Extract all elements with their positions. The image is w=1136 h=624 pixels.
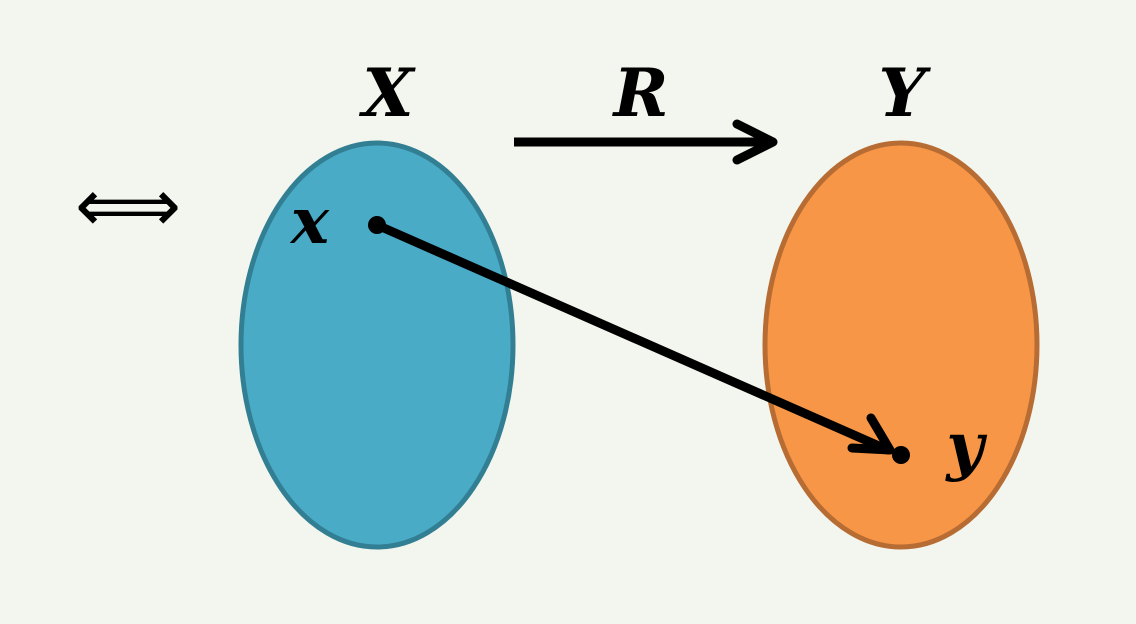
codomain-set-ellipse xyxy=(762,140,1040,550)
element-x-dot xyxy=(368,216,386,234)
mapping-arrow-shaft xyxy=(372,220,893,455)
element-y-label: y xyxy=(944,409,987,484)
domain-set-ellipse xyxy=(238,140,516,550)
relation-label: R xyxy=(612,54,669,132)
mapping-arrow-head xyxy=(847,413,895,455)
equivalence-symbol: ⟺ xyxy=(75,163,181,249)
element-y-dot xyxy=(892,446,910,464)
element-x-label: x xyxy=(289,184,330,259)
domain-set-label: X xyxy=(358,54,416,132)
relation-arrow-head xyxy=(732,119,778,165)
codomain-set-label: Y xyxy=(878,54,931,132)
